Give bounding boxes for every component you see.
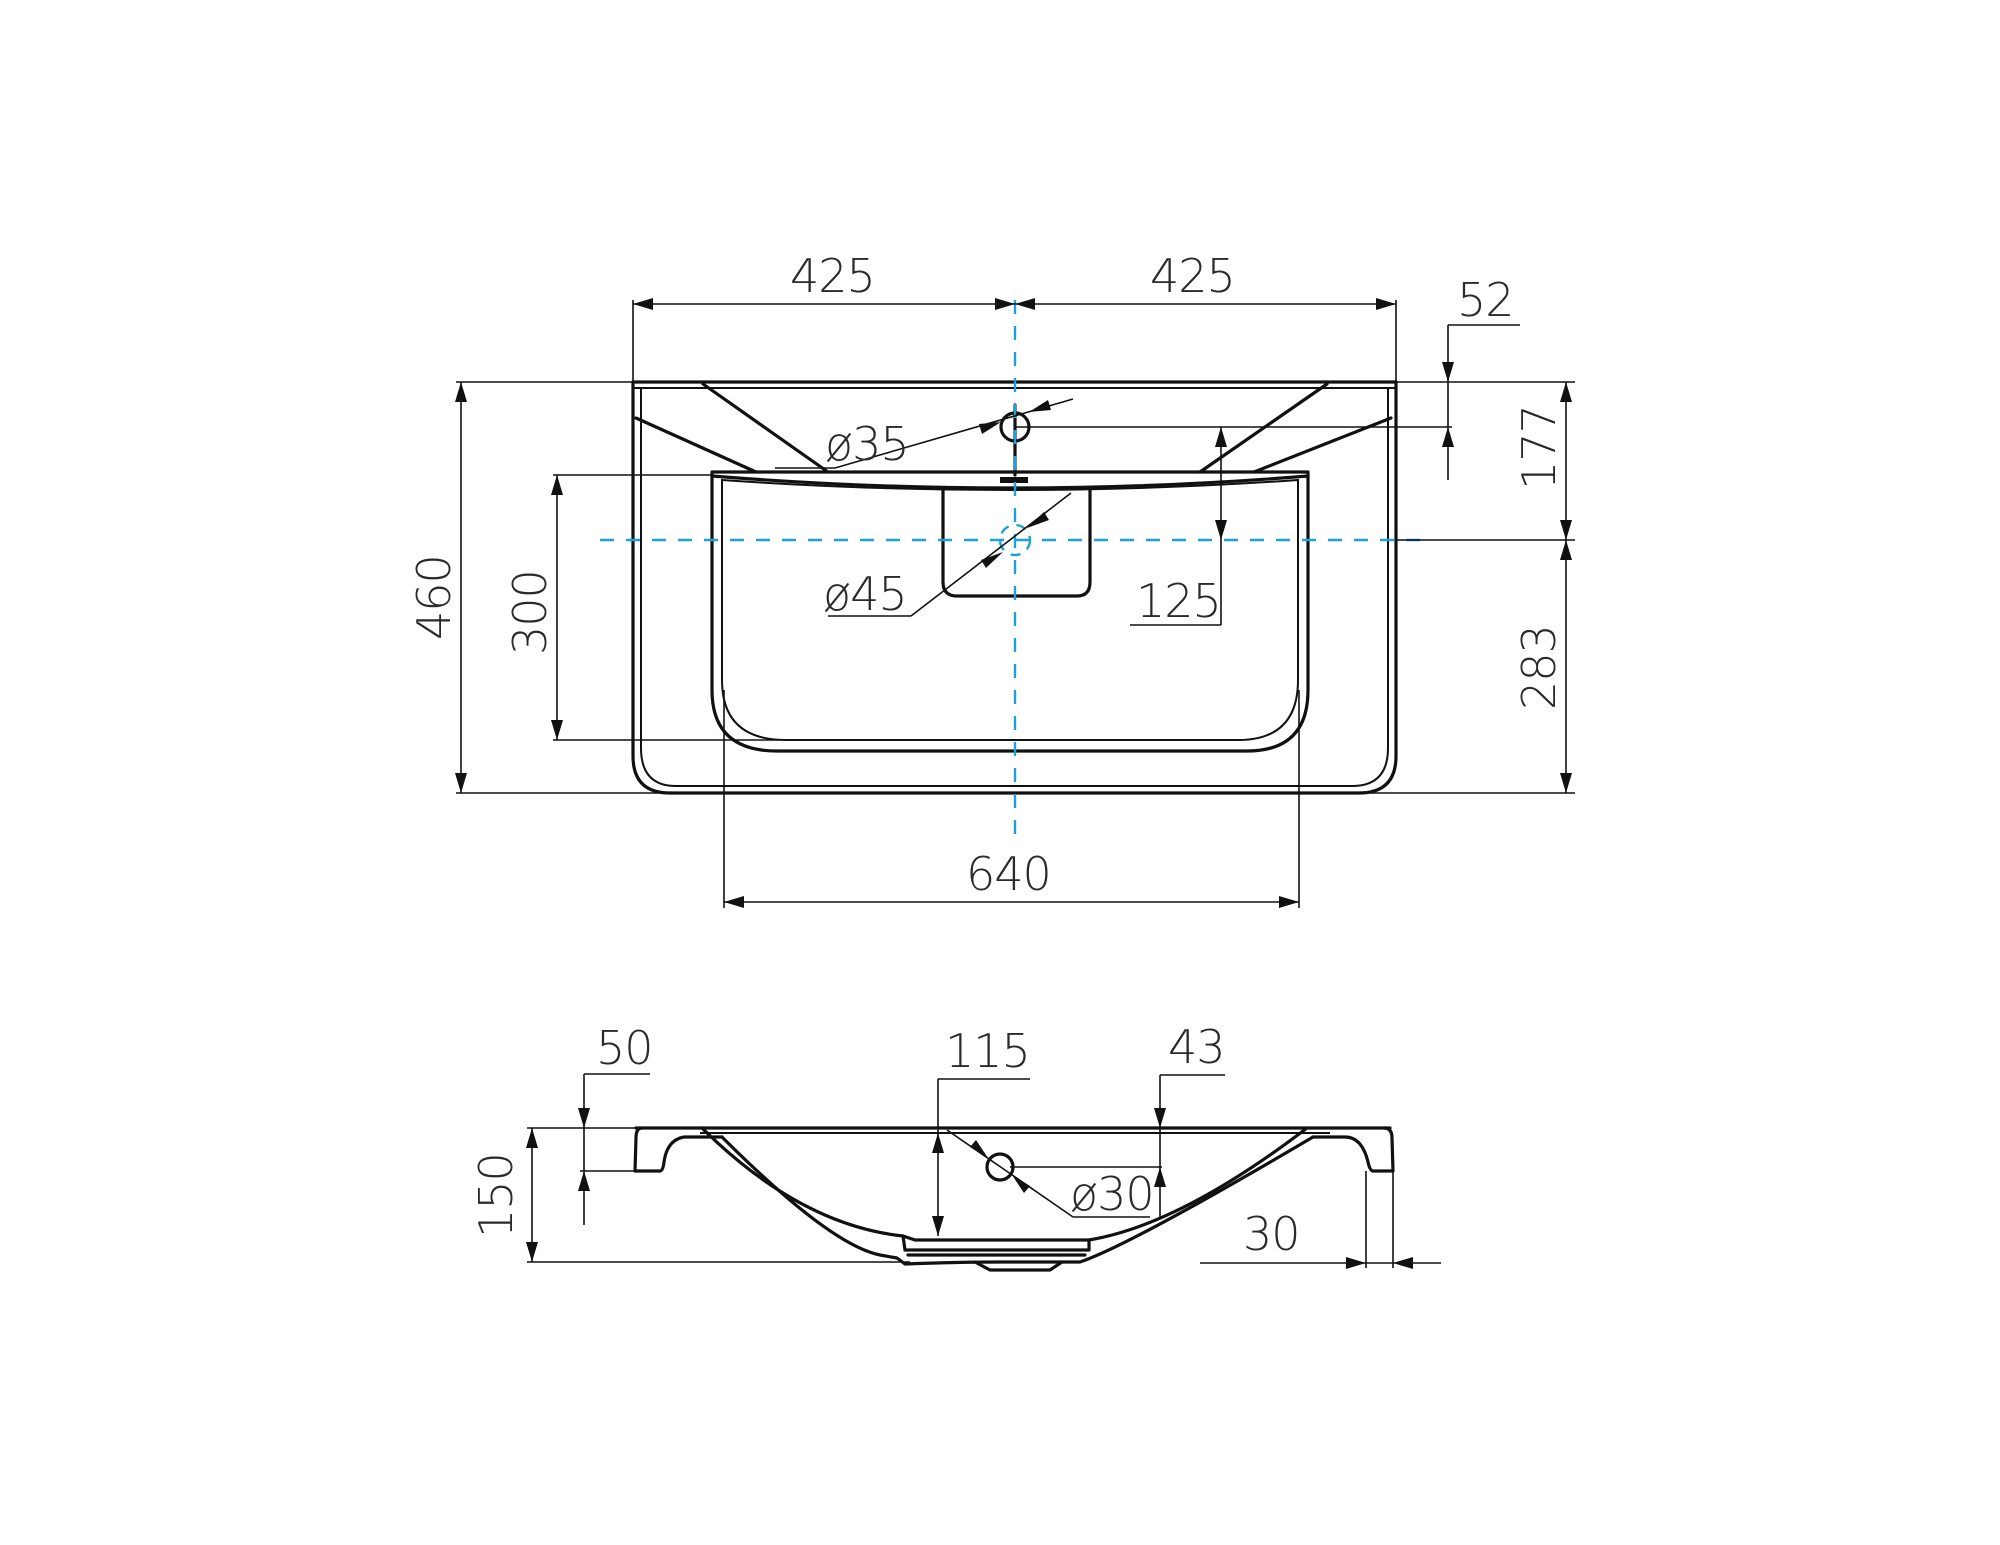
arrow-icon <box>1442 427 1454 447</box>
deck-diagonal <box>634 416 758 474</box>
side-bowl-inner <box>700 1126 1309 1242</box>
side-bowl-outer <box>720 1135 1315 1266</box>
arrow-icon <box>1346 1257 1366 1269</box>
dim-label-425-right: 425 <box>1150 249 1235 303</box>
dim-label-283: 283 <box>1512 625 1566 710</box>
arrow-icon <box>578 1171 590 1191</box>
arrow-icon <box>1279 896 1299 908</box>
arrow-icon <box>932 1133 944 1153</box>
bowl-front-curve <box>710 474 1310 490</box>
dim-label-115: 115 <box>945 1024 1030 1078</box>
dim-label-150: 150 <box>469 1153 523 1238</box>
top-view: 425 425 460 300 640 52 <box>407 249 1575 908</box>
dim-label-425-left: 425 <box>790 249 875 303</box>
arrow-icon <box>526 1242 538 1262</box>
arrow-icon <box>1376 298 1396 310</box>
dim-label-diameter-30: ø30 <box>1070 1167 1154 1221</box>
dim-label-30: 30 <box>1243 1207 1300 1261</box>
arrow-icon <box>1154 1167 1166 1187</box>
overflow-slot <box>1000 477 1028 483</box>
dim-label-diameter-35: ø35 <box>825 417 909 471</box>
dim-label-43: 43 <box>1168 1020 1225 1074</box>
dim-label-52: 52 <box>1457 273 1514 327</box>
side-left-rim <box>633 1126 724 1173</box>
deck-diagonal <box>701 382 830 474</box>
arrow-icon <box>526 1128 538 1148</box>
arrow-icon <box>551 720 563 740</box>
arrow-icon <box>1560 520 1572 540</box>
deck-diagonal <box>1198 382 1329 474</box>
drain-recess <box>941 488 1092 598</box>
side-right-rim <box>1311 1126 1395 1173</box>
arrow-icon <box>1215 520 1227 540</box>
arrow-icon <box>1015 298 1035 310</box>
dim-label-460: 460 <box>407 555 461 640</box>
bowl-outline <box>710 470 1310 753</box>
dim-label-diameter-45: ø45 <box>823 567 907 621</box>
arrow-icon <box>724 896 744 908</box>
arrow-icon <box>1560 382 1572 402</box>
basin-inner-rim <box>640 387 1389 787</box>
arrow-icon <box>1154 1108 1166 1128</box>
arrow-icon <box>578 1108 590 1128</box>
arrow-icon <box>981 552 1003 568</box>
dim-label-177: 177 <box>1512 405 1566 490</box>
arrow-icon <box>455 382 467 402</box>
arrow-icon <box>633 298 653 310</box>
arrow-icon <box>932 1216 944 1236</box>
arrow-icon <box>995 298 1015 310</box>
arrow-icon <box>1027 512 1049 528</box>
dim-label-125: 125 <box>1136 574 1221 628</box>
arrow-icon <box>1560 540 1572 560</box>
arrow-icon <box>979 422 1001 434</box>
arrow-icon <box>1442 362 1454 382</box>
dim-label-640: 640 <box>966 847 1051 901</box>
dim-label-50: 50 <box>596 1021 653 1075</box>
arrow-icon <box>1029 400 1051 412</box>
arrow-icon <box>970 1140 988 1158</box>
side-drain <box>901 1234 1091 1272</box>
arrow-icon <box>551 475 563 495</box>
arrow-icon <box>1012 1175 1030 1193</box>
arrow-icon <box>455 773 467 793</box>
deck-diagonal <box>1252 416 1393 474</box>
dim-label-300: 300 <box>503 570 557 655</box>
arrow-icon <box>1560 773 1572 793</box>
arrow-icon <box>1393 1257 1413 1269</box>
side-view: 150 50 115 43 ø30 30 <box>469 1020 1441 1272</box>
arrow-icon <box>1215 427 1227 447</box>
bowl-inner-outline <box>721 478 1299 741</box>
leader-line <box>946 1129 1074 1218</box>
